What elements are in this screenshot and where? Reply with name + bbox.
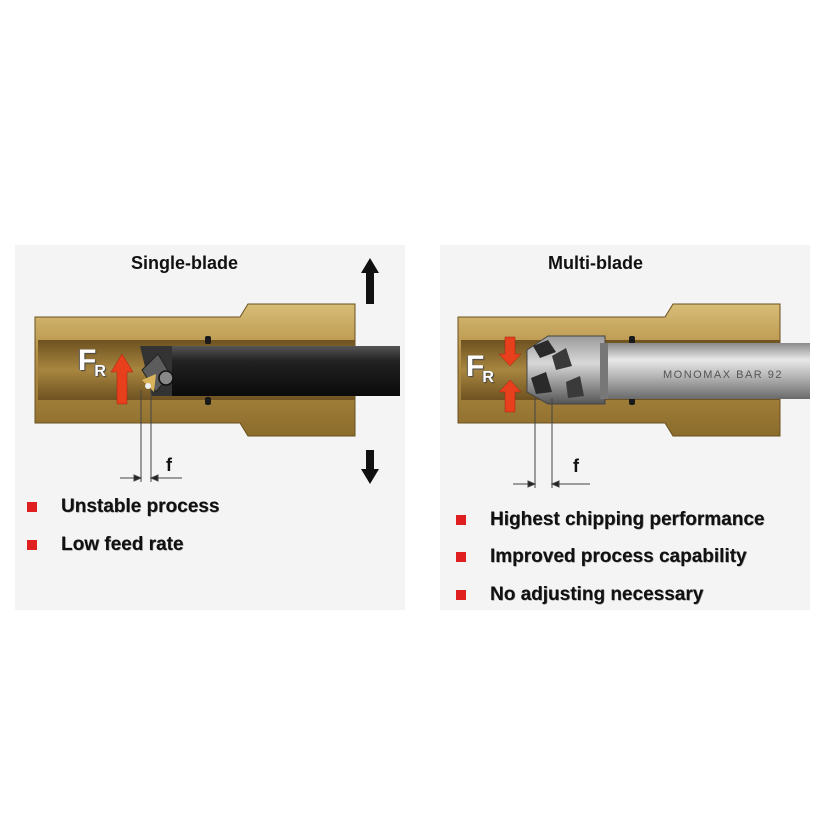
left-bullet-1: Unstable process: [27, 496, 219, 518]
single-blade-force-label: FR: [78, 344, 106, 380]
multi-blade-boring-bar: [526, 335, 810, 405]
right-bullet-2: Improved process capability: [456, 546, 747, 568]
right-bullet-1: Highest chipping performance: [456, 509, 764, 531]
right-bullet-3: No adjusting necessary: [456, 584, 703, 606]
multi-blade-force-label: FR: [466, 350, 494, 386]
left-bullet-2: Low feed rate: [27, 534, 183, 556]
single-blade-title: Single-blade: [131, 253, 239, 273]
single-blade-boring-bar: [140, 346, 400, 396]
bullet-square: [456, 552, 466, 562]
single-blade-feed-dimension: [120, 390, 182, 482]
bullet-square: [27, 540, 37, 550]
single-blade-feed-label: f: [166, 455, 172, 475]
bullet-square: [456, 515, 466, 525]
multi-blade-title: Multi-blade: [548, 253, 643, 273]
bar-engraving: MONOMAX BAR 92: [663, 369, 783, 381]
multi-blade-feed-label: f: [573, 456, 579, 476]
multi-blade-feed-dimension: [513, 398, 590, 488]
bullet-square: [456, 590, 466, 600]
single-blade-force-arrow: [110, 353, 134, 405]
bullet-square: [27, 502, 37, 512]
radial-motion-arrows: [361, 258, 379, 484]
multi-blade-force-arrows: [498, 336, 522, 413]
